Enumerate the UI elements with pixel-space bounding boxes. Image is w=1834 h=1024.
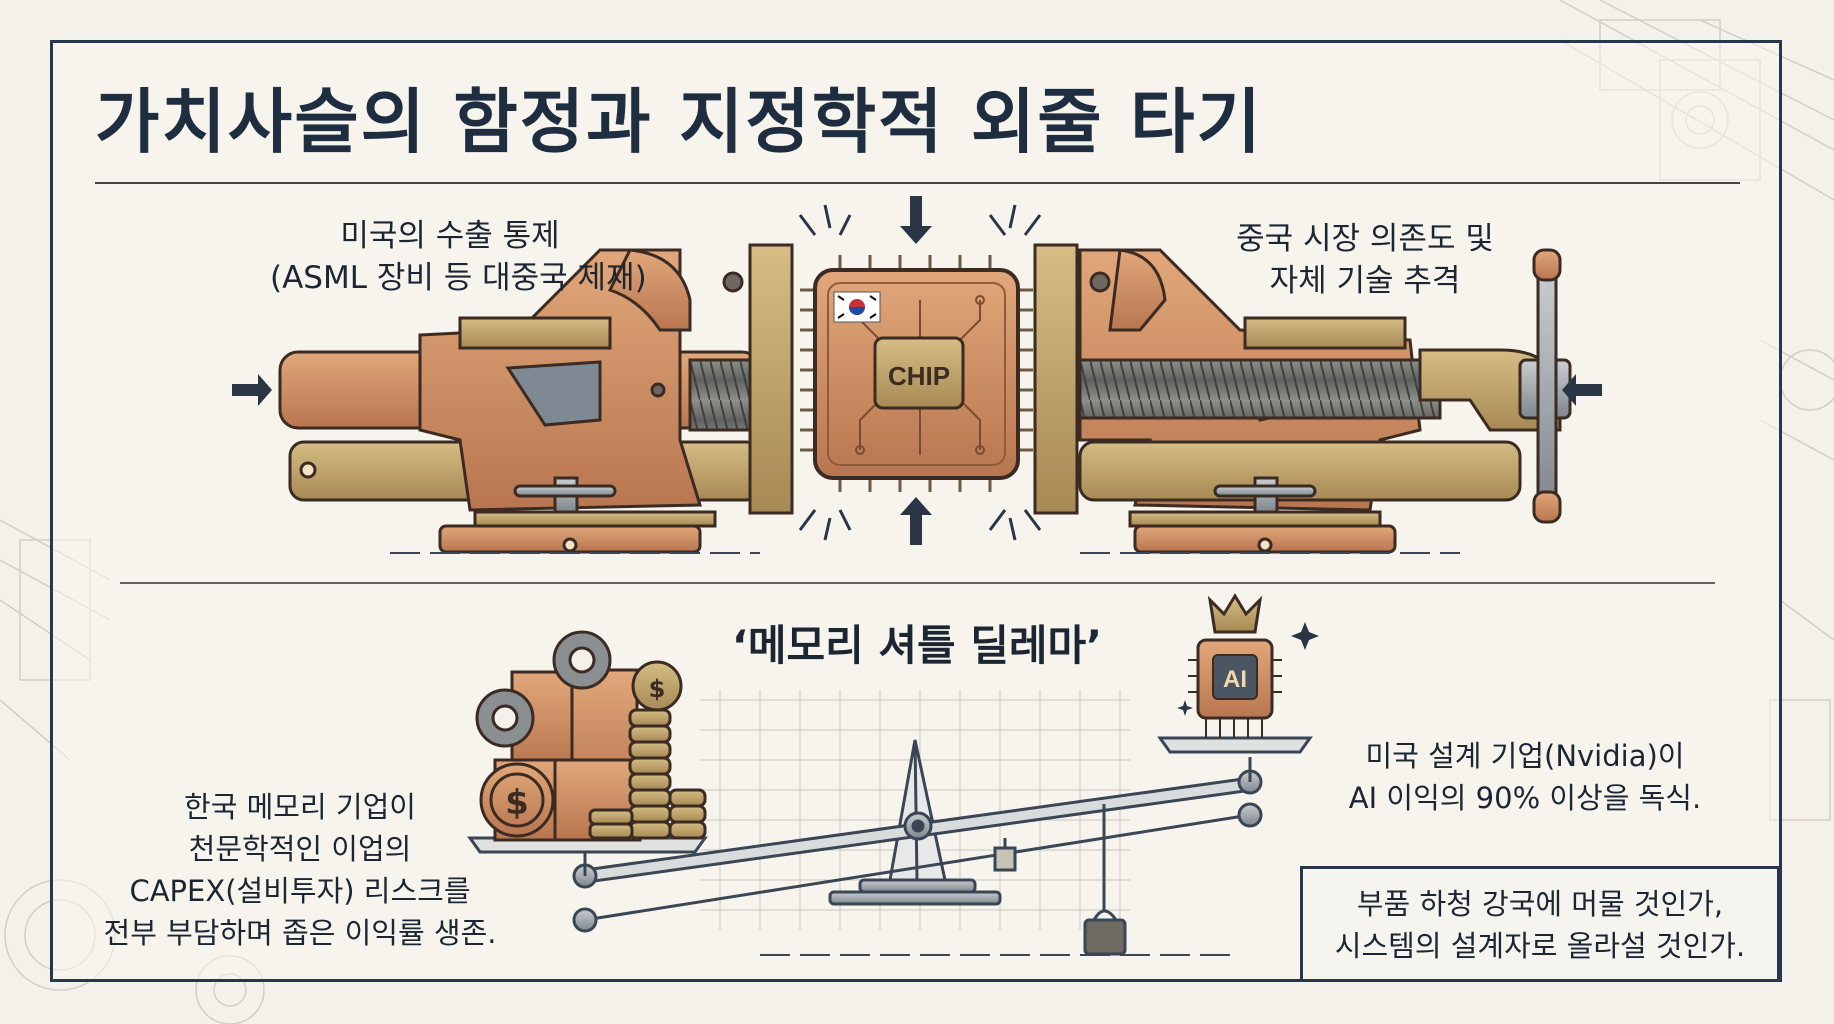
china-dependence-line2: 자체 기술 추격 [1269,263,1461,299]
us-design-label: 미국 설계 기업(Nvidia)이 AI 이익의 90% 이상을 독식. [1335,735,1715,819]
us-design-line2: AI 이익의 90% 이상을 독식. [1348,781,1702,815]
balance-scale [572,739,1263,956]
right-vise [1033,243,1572,554]
memory-shuttle-dilemma-title: ‘메모리 셔틀 딜레마’ [731,621,1103,670]
us-export-control-line1: 미국의 수출 통제 [340,218,560,254]
china-dependence-label: 중국 시장 의존도 및 자체 기술 추격 [1200,218,1530,302]
gear-icon [475,630,612,748]
sparkle-icon [1177,622,1319,716]
right-scale-pan: AI [1157,593,1319,754]
closing-question-line2: 시스템의 설계자로 올라설 것인가. [1334,929,1746,963]
ai-chip-label: AI [1223,666,1247,693]
korea-memory-label: 한국 메모리 기업이 천문학적인 이업의 CAPEX(설비투자) 리스크를 전부… [80,786,520,954]
korea-memory-line4: 전부 부담하며 좁은 이익률 생존. [103,916,497,950]
arrow-icon [232,196,1602,545]
svg-text:$: $ [505,783,529,823]
chip-label: CHIP [888,361,950,391]
pressure-marks [798,204,1042,541]
left-scale-pan: $ $ [467,630,708,854]
south-korea-flag [833,291,881,323]
title-divider [95,182,1740,184]
us-export-control-label: 미국의 수출 통제 (ASML 장비 등 대중국 제재) [270,215,647,299]
dollar-coin-icon: $ $ [479,660,683,838]
us-export-control-line2: (ASML 장비 등 대중국 제재) [270,260,647,296]
us-design-line1: 미국 설계 기업(Nvidia)이 [1365,739,1685,773]
section-divider [120,582,1715,584]
closing-question-box: 부품 하청 강국에 머물 것인가, 시스템의 설계자로 올라설 것인가. [1300,866,1780,982]
left-vise [278,243,794,554]
page-title: 가치사슬의 함정과 지정학적 외줄 타기 [95,81,1263,163]
korea-memory-line1: 한국 메모리 기업이 [184,790,416,824]
korea-memory-line2: 천문학적인 이업의 [188,832,412,866]
chip: CHIP [800,255,1033,492]
korea-memory-line3: CAPEX(설비투자) 리스크를 [129,874,471,908]
crown-icon [1207,593,1263,634]
svg-text:$: $ [649,675,666,703]
closing-question-line1: 부품 하청 강국에 머물 것인가, [1356,887,1724,921]
china-dependence-line1: 중국 시장 의존도 및 [1236,221,1494,257]
